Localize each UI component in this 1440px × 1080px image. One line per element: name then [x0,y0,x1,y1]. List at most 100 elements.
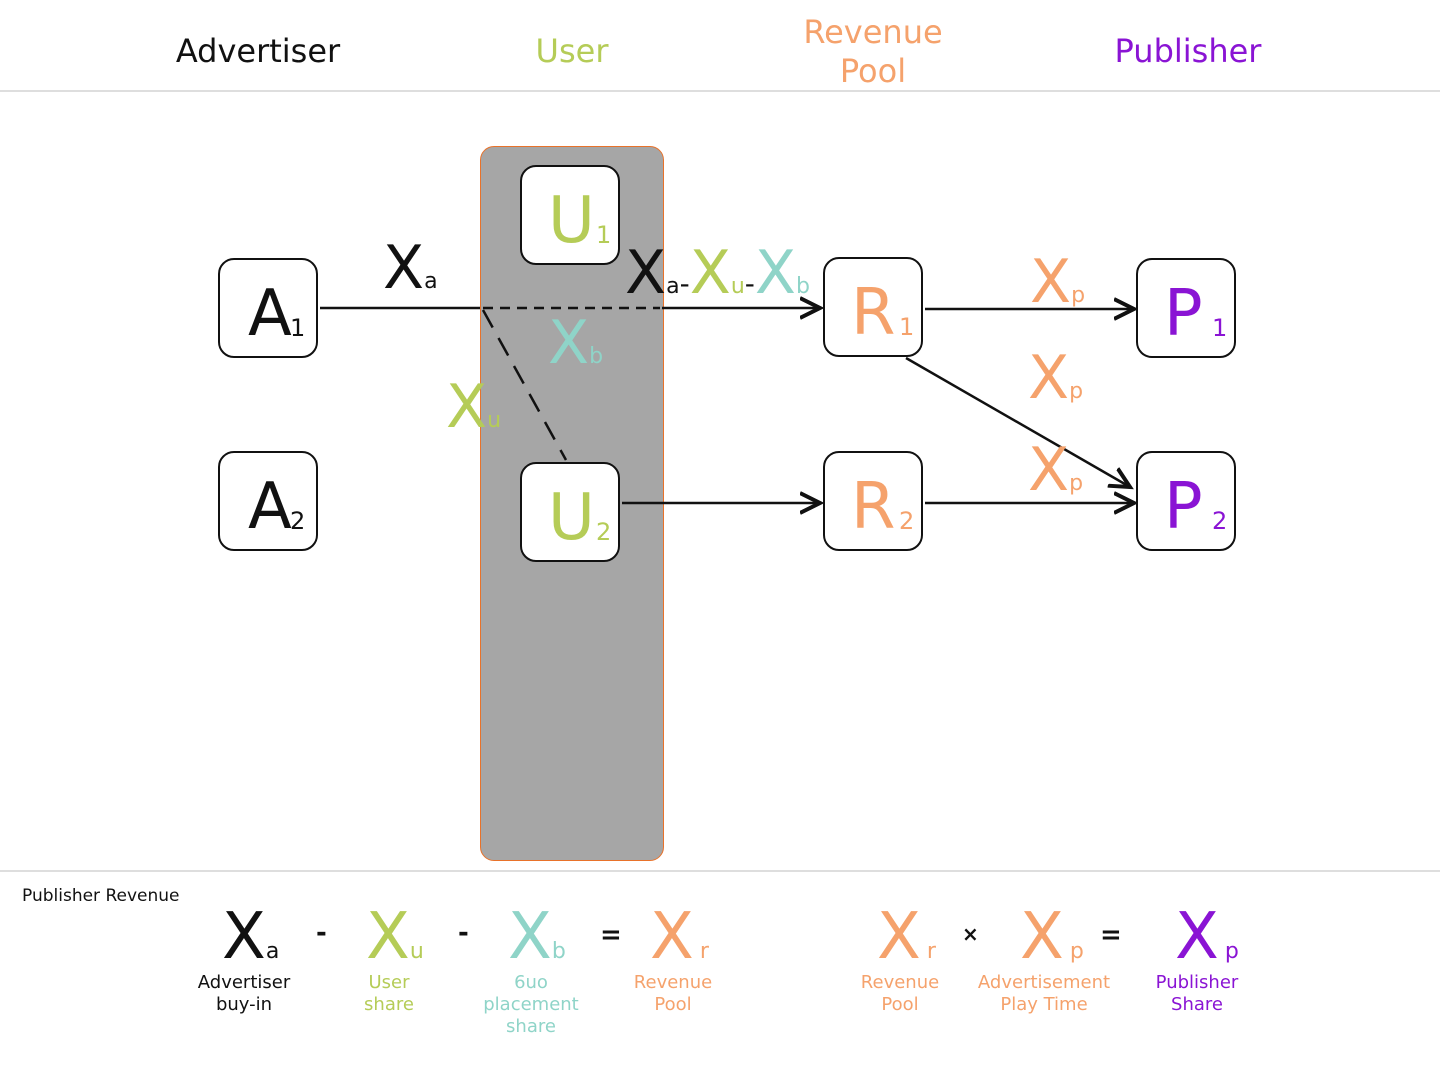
node-p1-letter: P [1164,277,1203,351]
label-xa-x: X [383,233,425,303]
node-r1-index: 1 [899,313,915,341]
label-xp3-x: X [1028,435,1070,505]
edge-user-share-dashed [481,309,568,461]
header-publisher: Publisher [1114,32,1262,70]
label-xp2-x: X [1028,343,1070,413]
header-divider [0,90,1440,92]
f1-caption-placement-1: 6uo [514,972,548,993]
combo-minus-1: - [679,267,690,300]
combo-xb-x: X [754,238,796,308]
node-r1-letter: R [851,276,896,350]
node-u2-index: 2 [596,518,612,546]
label-xp1-x: X [1030,247,1072,317]
header-advertiser: Advertiser [175,32,341,70]
header-revenue-pool-line1: Revenue [803,13,943,51]
node-u1: U 1 [520,165,620,265]
label-xp1-sub: p [1071,283,1086,308]
f1-xr-x: X [650,900,694,974]
node-u2-letter: U [548,481,595,555]
f1-caption-advertiser-1: Advertiser [197,972,291,993]
node-r2-index: 2 [899,507,915,535]
f1-caption-placement-3: share [506,1016,556,1037]
f2-caption-play-time: Advertisement Play Time [974,972,1114,1016]
label-xa: Xa [383,238,438,298]
f2-caption-revenue-pool-1: Revenue [860,972,940,993]
f1-caption-revenue-pool-1: Revenue [633,972,713,993]
node-p2-index: 2 [1212,507,1228,535]
f1-minus-2: - [458,918,469,948]
f2-share-sub: p [1224,939,1239,964]
label-xp2-sub: p [1069,379,1084,404]
f1-xa-sub: a [265,939,280,964]
f2-xp-x: X [1020,900,1064,974]
node-u1-letter: U [548,184,595,258]
f1-xb-sub: b [551,939,566,964]
node-p1-index: 1 [1212,314,1228,342]
node-r2-letter: R [851,470,896,544]
label-xu-x: X [446,372,488,442]
f1-caption-revenue-pool-2: Pool [654,994,692,1015]
label-xa-minus-xu-minus-xb: Xa-Xu-Xb [625,243,810,303]
combo-xu-x: X [689,238,731,308]
f1-caption-placement-2: placement [483,994,579,1015]
header-user: User [535,32,609,70]
label-xp-r1-p1: Xp [1030,252,1085,312]
label-xb-x: X [548,308,590,378]
f1-xu-x: X [366,900,410,974]
combo-xa-sub: a [666,274,680,299]
node-a1-letter: A [248,277,292,351]
footer-title: Publisher Revenue [22,886,180,906]
node-a1-index: 1 [290,314,306,342]
f2-caption-play-time-1: Advertisement [977,972,1111,993]
label-xu-sub: u [487,408,502,433]
f2-share-x: X [1175,900,1219,974]
f2-multiply: × [962,922,979,946]
f2-caption-revenue-pool: Revenue Pool [850,972,950,1016]
f1-minus-1: - [316,918,327,948]
footer-divider [0,870,1440,872]
edge-r1-to-p2 [905,356,1130,487]
label-xp-r2-p2: Xp [1028,440,1083,500]
f1-caption-advertiser-2: buy-in [215,994,273,1015]
f2-xp-sub: p [1069,939,1084,964]
label-xb-sub: b [589,344,604,369]
f1-xu-sub: u [409,939,424,964]
f2-xr-x: X [877,900,921,974]
node-a1: A 1 [218,258,318,358]
node-p1: P 1 [1136,258,1236,358]
node-u2: U 2 [520,462,620,562]
f1-caption-placement: 6uo placement share [476,972,586,1038]
label-xp3-sub: p [1069,471,1084,496]
f1-caption-revenue-pool: Revenue Pool [623,972,723,1016]
f2-xr-sub: r [926,939,936,964]
f1-term-xa: Xa [222,905,279,969]
f1-term-xu: Xu [366,905,424,969]
node-a2: A 2 [218,451,318,551]
combo-xb-sub: b [795,274,810,299]
label-xp-r1-p2: Xp [1028,348,1083,408]
f1-caption-user-1: User [368,972,410,993]
combo-xa-x: X [625,238,667,308]
label-xa-sub: a [424,269,438,294]
f1-caption-advertiser: Advertiser buy-in [184,972,304,1016]
f1-xr-sub: r [699,939,709,964]
node-a2-index: 2 [290,507,306,535]
node-r2: R 2 [823,451,923,551]
f1-term-xb: Xb [508,905,566,969]
f2-caption-publisher-share-2: Share [1171,994,1223,1015]
f1-xa-x: X [222,900,266,974]
node-u1-index: 1 [596,221,612,249]
f1-equals: = [600,920,622,950]
node-a2-letter: A [248,470,292,544]
f2-caption-publisher-share: Publisher Share [1147,972,1247,1016]
node-p2: P 2 [1136,451,1236,551]
combo-xu-sub: u [730,274,745,299]
node-p2-letter: P [1164,470,1203,544]
f2-equals: = [1100,920,1122,950]
label-xb: Xb [548,313,603,373]
f2-caption-revenue-pool-2: Pool [881,994,919,1015]
